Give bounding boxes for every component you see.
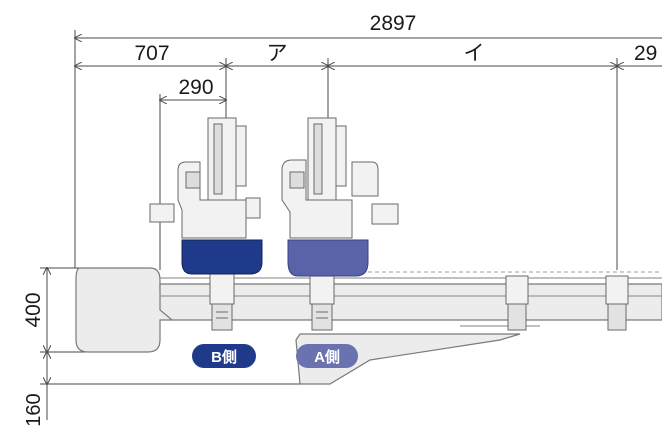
- dim-segment-4: 29: [634, 42, 657, 65]
- dim-segment-2: ア: [267, 42, 288, 65]
- b-side-badge: B側: [192, 344, 256, 368]
- dim-offset: 290: [178, 76, 213, 99]
- machine-base: [75, 267, 662, 385]
- dim-height-lower: 160: [23, 393, 45, 426]
- dim-segment-3: イ: [464, 42, 485, 65]
- head-a: [281, 117, 399, 331]
- spindle-unit-4: [605, 275, 629, 331]
- dim-overall-width: 2897: [370, 12, 417, 35]
- b-side-label: B側: [211, 348, 237, 366]
- b-side-block: [181, 239, 263, 275]
- a-side-label: A側: [314, 348, 340, 366]
- dim-segment-1: 707: [134, 42, 169, 65]
- dim-height-base: 400: [22, 292, 45, 327]
- head-b: [149, 117, 261, 331]
- a-side-badge: A側: [296, 344, 358, 368]
- spindle-unit-3: [505, 275, 529, 331]
- a-side-block: [287, 239, 369, 277]
- dimension-lines-top: [75, 30, 662, 270]
